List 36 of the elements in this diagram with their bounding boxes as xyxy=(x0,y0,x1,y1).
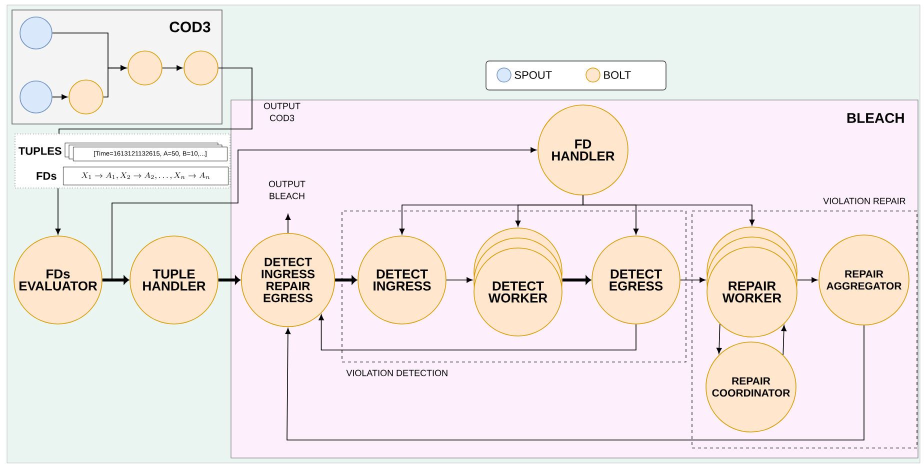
arrow xyxy=(102,147,537,280)
row-label: FDs xyxy=(36,172,56,180)
arrow xyxy=(446,277,473,283)
arrow xyxy=(285,325,864,440)
group-title: COD3 xyxy=(170,22,210,32)
arrow xyxy=(716,324,722,354)
arrow xyxy=(582,195,755,226)
arrow xyxy=(781,325,787,356)
arrow xyxy=(318,314,636,350)
legend-label: BOLT xyxy=(604,71,631,79)
spout-circle xyxy=(20,16,52,50)
legend-label: SPOUT xyxy=(514,71,552,79)
arrow xyxy=(797,277,818,283)
row-label: TUPLES xyxy=(18,147,62,155)
group-title: VIOLATION REPAIR xyxy=(823,198,906,204)
stacked-circles: DETECT WORKER xyxy=(474,228,562,336)
bolt-circle xyxy=(184,50,218,86)
edge-label: OUTPUT BLEACH xyxy=(260,180,314,200)
arrow xyxy=(55,188,61,235)
arrow xyxy=(562,276,592,284)
arrow xyxy=(52,94,68,100)
arrow xyxy=(285,214,291,234)
group-title: BLEACH xyxy=(847,113,904,123)
arrow xyxy=(218,276,240,284)
arrow xyxy=(335,276,358,284)
arrow xyxy=(102,276,130,284)
bolt-circle xyxy=(68,80,104,114)
spout-circle xyxy=(20,80,52,114)
stacked-circles: REPAIR WORKER xyxy=(706,226,798,338)
bolt-circle xyxy=(128,50,162,86)
arrow xyxy=(680,277,706,283)
formula-box: $X_1 \rightarrow A_1, X_2 \rightarrow A_2, \ldots, X_n \rightarrow A_n$ xyxy=(63,166,228,186)
arrow xyxy=(162,65,183,71)
edge-label: OUTPUT COD3 xyxy=(256,102,308,122)
group-title: VIOLATION DETECTION xyxy=(346,370,448,376)
arrow xyxy=(103,65,127,98)
